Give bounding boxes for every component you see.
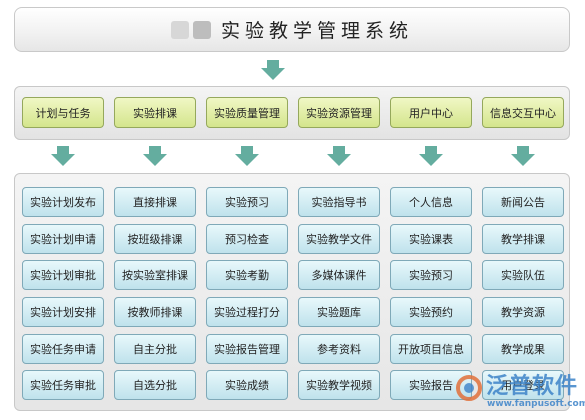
function-item[interactable]: 直接排课 [114, 187, 196, 217]
arrow-down-icon [419, 146, 443, 166]
function-item[interactable]: 参考资料 [298, 334, 380, 364]
arrow-down-icon [143, 146, 167, 166]
function-item[interactable]: 实验指导书 [298, 187, 380, 217]
function-item[interactable]: 实验计划安排 [22, 297, 104, 327]
function-item[interactable]: 实验预习 [206, 187, 288, 217]
watermark-url: www.fanpusoft.com [487, 399, 585, 409]
function-item[interactable]: 实验成绩 [206, 370, 288, 400]
arrow-down-icon [51, 146, 75, 166]
function-item[interactable]: 自选分批 [114, 370, 196, 400]
system-title: 实验教学管理系统 [220, 20, 413, 42]
function-item[interactable]: 实验教学文件 [298, 224, 380, 254]
watermark-brand: 泛普软件 [486, 374, 579, 399]
function-item[interactable]: 按教师排课 [114, 297, 196, 327]
function-item[interactable]: 开放项目信息 [390, 334, 472, 364]
category-resources[interactable]: 实验资源管理 [298, 97, 380, 128]
function-item[interactable]: 实验计划审批 [22, 260, 104, 290]
function-item[interactable]: 实验计划发布 [22, 187, 104, 217]
function-item[interactable]: 教学资源 [482, 297, 564, 327]
function-item[interactable]: 自主分批 [114, 334, 196, 364]
function-item[interactable]: 教学排课 [482, 224, 564, 254]
function-item[interactable]: 实验队伍 [482, 260, 564, 290]
function-item[interactable]: 教学成果 [482, 334, 564, 364]
category-user-center[interactable]: 用户中心 [390, 97, 472, 128]
function-item[interactable]: 实验教学视频 [298, 370, 380, 400]
function-item[interactable]: 新闻公告 [482, 187, 564, 217]
category-quality[interactable]: 实验质量管理 [206, 97, 288, 128]
arrow-down-icon [327, 146, 351, 166]
function-item[interactable]: 实验预习 [390, 260, 472, 290]
arrow-down-icon [235, 146, 259, 166]
system-title-bar: 实验教学管理系统 [14, 7, 570, 52]
category-plans-tasks[interactable]: 计划与任务 [22, 97, 104, 128]
function-item[interactable]: 实验过程打分 [206, 297, 288, 327]
category-info-center[interactable]: 信息交互中心 [482, 97, 564, 128]
function-item[interactable]: 实验任务申请 [22, 334, 104, 364]
watermark-logo-icon [456, 375, 482, 401]
function-grid-panel [14, 173, 570, 411]
category-panel [14, 86, 570, 140]
function-item[interactable]: 实验任务审批 [22, 370, 104, 400]
function-item[interactable]: 实验考勤 [206, 260, 288, 290]
function-item[interactable]: 实验计划申请 [22, 224, 104, 254]
function-item[interactable]: 个人信息 [390, 187, 472, 217]
function-item[interactable]: 实验报告管理 [206, 334, 288, 364]
function-item[interactable]: 实验题库 [298, 297, 380, 327]
arrow-down-icon [511, 146, 535, 166]
function-item[interactable]: 实验课表 [390, 224, 472, 254]
function-item[interactable]: 用户登录 [482, 370, 564, 400]
category-scheduling[interactable]: 实验排课 [114, 97, 196, 128]
function-item[interactable]: 实验预约 [390, 297, 472, 327]
function-item[interactable]: 多媒体课件 [298, 260, 380, 290]
function-item[interactable]: 预习检查 [206, 224, 288, 254]
function-item[interactable]: 按班级排课 [114, 224, 196, 254]
logo-icon [170, 19, 213, 41]
function-item[interactable]: 按实验室排课 [114, 260, 196, 290]
arrow-down-icon [261, 60, 285, 80]
